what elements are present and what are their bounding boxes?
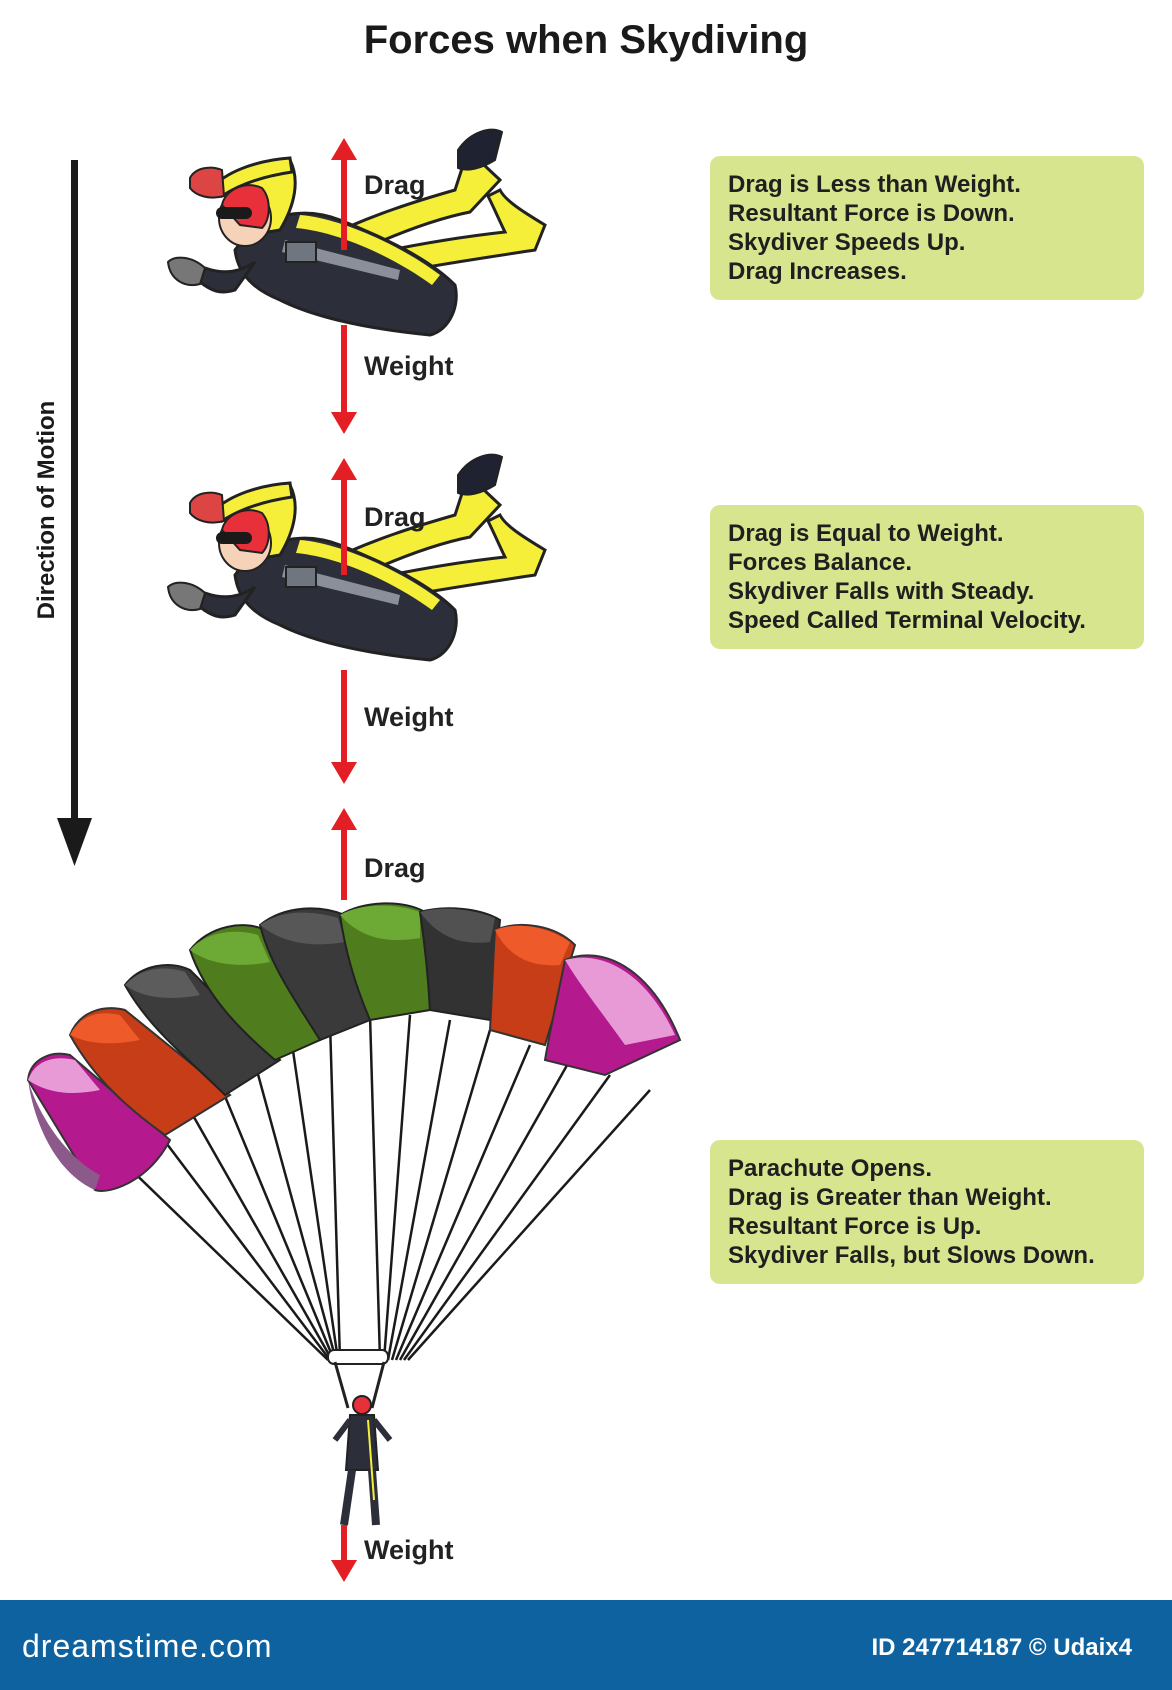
weight-arrow-3: [331, 1525, 357, 1582]
page-title: Forces when Skydiving: [363, 18, 809, 62]
info-line: Forces Balance.: [728, 549, 913, 576]
footer-bar: dreamstime.com ID 247714187 © Udaix4: [0, 1600, 1172, 1690]
info-line: Drag is Less than Weight.: [728, 171, 1021, 198]
drag-label-3: Drag: [364, 853, 426, 883]
skydiver-under-canopy: [327, 1349, 393, 1526]
info-box-stage-1: Drag is Less than Weight. Resultant Forc…: [710, 156, 1144, 300]
drag-arrow-1: [331, 138, 357, 250]
force-arrows: [331, 138, 357, 1582]
direction-of-motion-text: Direction of Motion: [33, 400, 60, 620]
drag-arrow-3: [331, 808, 357, 900]
info-line: Drag is Equal to Weight.: [728, 520, 1004, 547]
info-line: Speed Called Terminal Velocity.: [728, 607, 1086, 634]
info-box-stage-2: Drag is Equal to Weight. Forces Balance.…: [710, 505, 1144, 649]
info-line: Drag Increases.: [728, 258, 907, 285]
info-line: Skydiver Falls, but Slows Down.: [728, 1242, 1095, 1269]
weight-label-2: Weight: [364, 702, 454, 732]
weight-arrow-1: [331, 325, 357, 434]
drag-label-2: Drag: [364, 502, 426, 532]
skydiver-freefall-1: [166, 128, 547, 337]
weight-label-1: Weight: [364, 351, 454, 381]
footer-brand: dreamstime.com: [22, 1628, 273, 1664]
direction-of-motion-arrow: [57, 160, 92, 866]
info-line: Parachute Opens.: [728, 1155, 933, 1182]
drag-label-1: Drag: [364, 170, 426, 200]
weight-arrow-2: [331, 670, 357, 784]
info-box-stage-3: Parachute Opens. Drag is Greater than We…: [710, 1140, 1144, 1284]
skydiver-freefall-2: [166, 453, 547, 662]
info-line: Resultant Force is Down.: [728, 200, 1015, 227]
info-line: Skydiver Speeds Up.: [728, 229, 966, 256]
parachute-canopy: [26, 902, 682, 1361]
info-line: Skydiver Falls with Steady.: [728, 578, 1035, 605]
weight-label-3: Weight: [364, 1535, 454, 1565]
info-line: Resultant Force is Up.: [728, 1213, 982, 1240]
footer-credit: ID 247714187 © Udaix4: [871, 1634, 1132, 1661]
drag-arrow-2: [331, 458, 357, 575]
info-line: Drag is Greater than Weight.: [728, 1184, 1052, 1211]
